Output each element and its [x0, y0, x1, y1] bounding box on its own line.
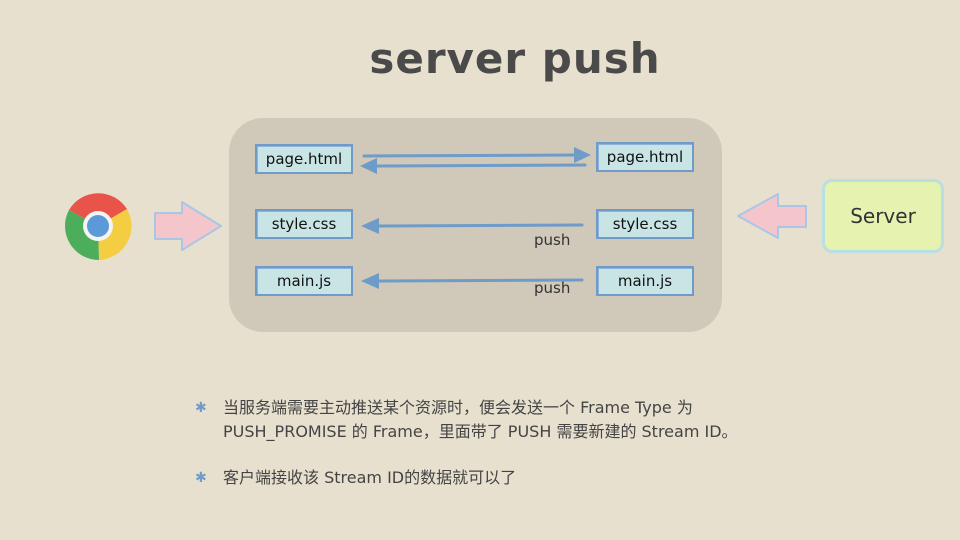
incoming-arrow-icon	[154, 201, 222, 251]
chrome-browser-icon	[64, 193, 132, 260]
slide-title: server push	[369, 34, 661, 83]
server-file-main-js: main.js	[596, 266, 694, 296]
client-file-main-js: main.js	[255, 266, 353, 296]
asterisk-bullet-icon: ✱	[195, 400, 207, 416]
server-node: Server	[822, 179, 944, 253]
bullet-item: ✱ 客户端接收该 Stream ID的数据就可以了	[195, 466, 795, 490]
client-file-page-html: page.html	[255, 144, 353, 174]
bullet-text: 当服务端需要主动推送某个资源时，便会发送一个 Frame Type 为 PUSH…	[223, 398, 738, 441]
outgoing-arrow-icon	[737, 193, 807, 239]
client-file-style-css: style.css	[255, 209, 353, 239]
server-file-page-html: page.html	[596, 142, 694, 172]
push-arrow-main-icon	[361, 273, 584, 289]
push-label-main: push	[534, 279, 571, 297]
server-file-style-css: style.css	[596, 209, 694, 239]
response-arrow-icon	[360, 158, 587, 174]
bullet-list: ✱ 当服务端需要主动推送某个资源时，便会发送一个 Frame Type 为 PU…	[195, 396, 795, 512]
bullet-text: 客户端接收该 Stream ID的数据就可以了	[223, 468, 517, 487]
bullet-item: ✱ 当服务端需要主动推送某个资源时，便会发送一个 Frame Type 为 PU…	[195, 396, 795, 444]
request-arrow-icon	[362, 147, 591, 163]
push-arrow-style-icon	[361, 218, 584, 234]
asterisk-bullet-icon: ✱	[195, 470, 207, 486]
push-label-style: push	[534, 231, 571, 249]
